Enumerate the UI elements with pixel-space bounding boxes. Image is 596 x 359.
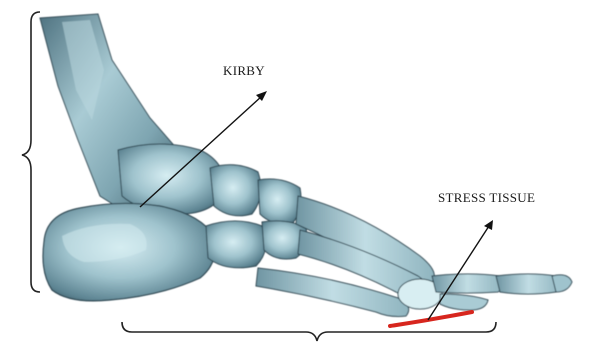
stress-tissue-label: STRESS TISSUE	[438, 190, 535, 206]
bottom-bracket-icon	[122, 322, 496, 341]
left-bracket-icon	[22, 12, 40, 292]
foot-skeleton-icon	[40, 14, 572, 317]
kirby-label: KIRBY	[223, 63, 265, 79]
